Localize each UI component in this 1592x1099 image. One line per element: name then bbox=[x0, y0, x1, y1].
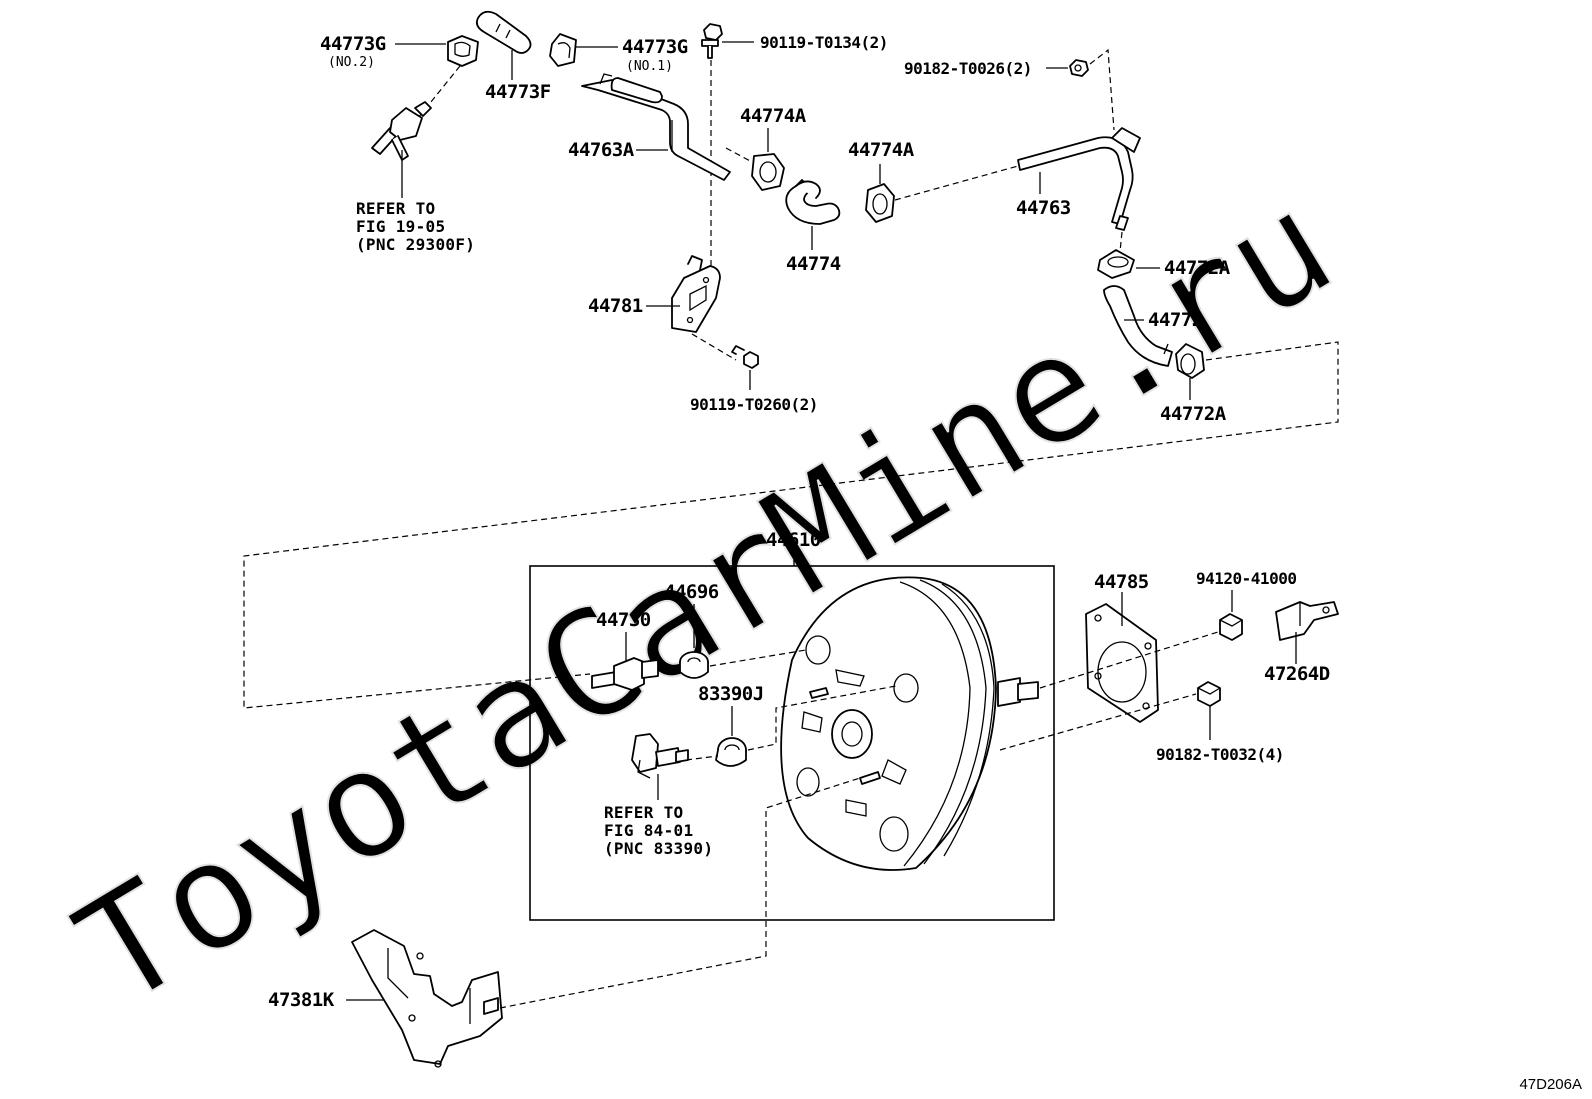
clevis-47264d[interactable] bbox=[1275, 601, 1339, 641]
label-44763a: 44763A bbox=[568, 139, 635, 161]
ref-top-line2: FIG 19-05 bbox=[356, 217, 445, 236]
label-94120-41000: 94120-41000 bbox=[1196, 569, 1296, 588]
bracket-44781[interactable] bbox=[671, 255, 721, 333]
clamp-44772a-lower[interactable] bbox=[1175, 343, 1205, 379]
label-44696: 44696 bbox=[664, 581, 719, 603]
assembly-frame-44610 bbox=[529, 565, 1055, 921]
nut-90182-t0032[interactable] bbox=[1197, 681, 1221, 707]
hose-44772[interactable] bbox=[1103, 285, 1173, 367]
bracket-47381k[interactable] bbox=[351, 929, 503, 1068]
connector-44730[interactable] bbox=[591, 657, 659, 691]
hose-44774[interactable] bbox=[785, 179, 841, 225]
label-47381k: 47381K bbox=[268, 989, 335, 1011]
label-44772a-upper: 44772A bbox=[1164, 257, 1231, 279]
label-44785: 44785 bbox=[1094, 571, 1149, 593]
label-47264d: 47264D bbox=[1264, 663, 1330, 685]
ref-top-line1: REFER TO bbox=[356, 199, 435, 218]
bolt-90119-t0134[interactable] bbox=[701, 23, 723, 59]
bolt-90119-t0260[interactable] bbox=[731, 345, 759, 369]
ref-mid-line2: FIG 84-01 bbox=[604, 821, 693, 840]
label-44774: 44774 bbox=[786, 253, 841, 275]
pipe-bracket-44763a[interactable] bbox=[581, 73, 731, 181]
clamp-44774a-left[interactable] bbox=[751, 153, 785, 191]
label-90119-t0134: 90119-T0134(2) bbox=[760, 33, 888, 52]
clamp-44773g-no1[interactable] bbox=[549, 33, 577, 67]
label-44773g-no1: 44773G bbox=[622, 36, 688, 58]
label-44772a-lower: 44772A bbox=[1160, 403, 1227, 425]
label-44773g-no1-note: (NO.1) bbox=[626, 59, 673, 74]
ref-top-line3: (PNC 29300F) bbox=[356, 235, 475, 254]
label-90119-t0260: 90119-T0260(2) bbox=[690, 395, 818, 414]
label-44730: 44730 bbox=[596, 609, 651, 631]
label-44610: 44610 bbox=[766, 529, 821, 551]
label-44774a-left: 44774A bbox=[740, 105, 807, 127]
vacuum-sensor[interactable] bbox=[631, 733, 689, 779]
clamp-44774a-right[interactable] bbox=[865, 183, 895, 223]
grommet-83390j[interactable] bbox=[715, 737, 747, 767]
label-44763: 44763 bbox=[1016, 197, 1071, 219]
ref-mid-line1: REFER TO bbox=[604, 803, 683, 822]
ref-mid-line3: (PNC 83390) bbox=[604, 839, 713, 858]
vacuum-check-valve[interactable] bbox=[371, 101, 432, 161]
nut-90182-t0026[interactable] bbox=[1069, 59, 1089, 77]
label-83390j: 83390J bbox=[698, 683, 764, 705]
label-44773g-no2-note: (NO.2) bbox=[328, 55, 375, 70]
label-90182-t0026: 90182-T0026(2) bbox=[904, 59, 1032, 78]
label-44781: 44781 bbox=[588, 295, 643, 317]
grommet-44696[interactable] bbox=[679, 651, 709, 679]
label-44773g-no2: 44773G bbox=[320, 33, 386, 55]
gasket-44785[interactable] bbox=[1085, 603, 1159, 723]
label-44773f: 44773F bbox=[485, 81, 551, 103]
label-44774a-right: 44774A bbox=[848, 139, 915, 161]
clamp-44772a-upper[interactable] bbox=[1097, 249, 1135, 279]
vacuum-pipe-44763[interactable] bbox=[1017, 127, 1141, 231]
nut-94120-41000[interactable] bbox=[1219, 613, 1243, 641]
label-90182-t0032: 90182-T0032(4) bbox=[1156, 745, 1284, 764]
diagram-code: 47D206A bbox=[1519, 1076, 1582, 1093]
label-44772: 44772 bbox=[1148, 309, 1203, 331]
hose-44773f[interactable] bbox=[475, 10, 532, 54]
brake-booster[interactable] bbox=[780, 576, 1039, 871]
clamp-44773g-no2[interactable] bbox=[447, 35, 479, 67]
